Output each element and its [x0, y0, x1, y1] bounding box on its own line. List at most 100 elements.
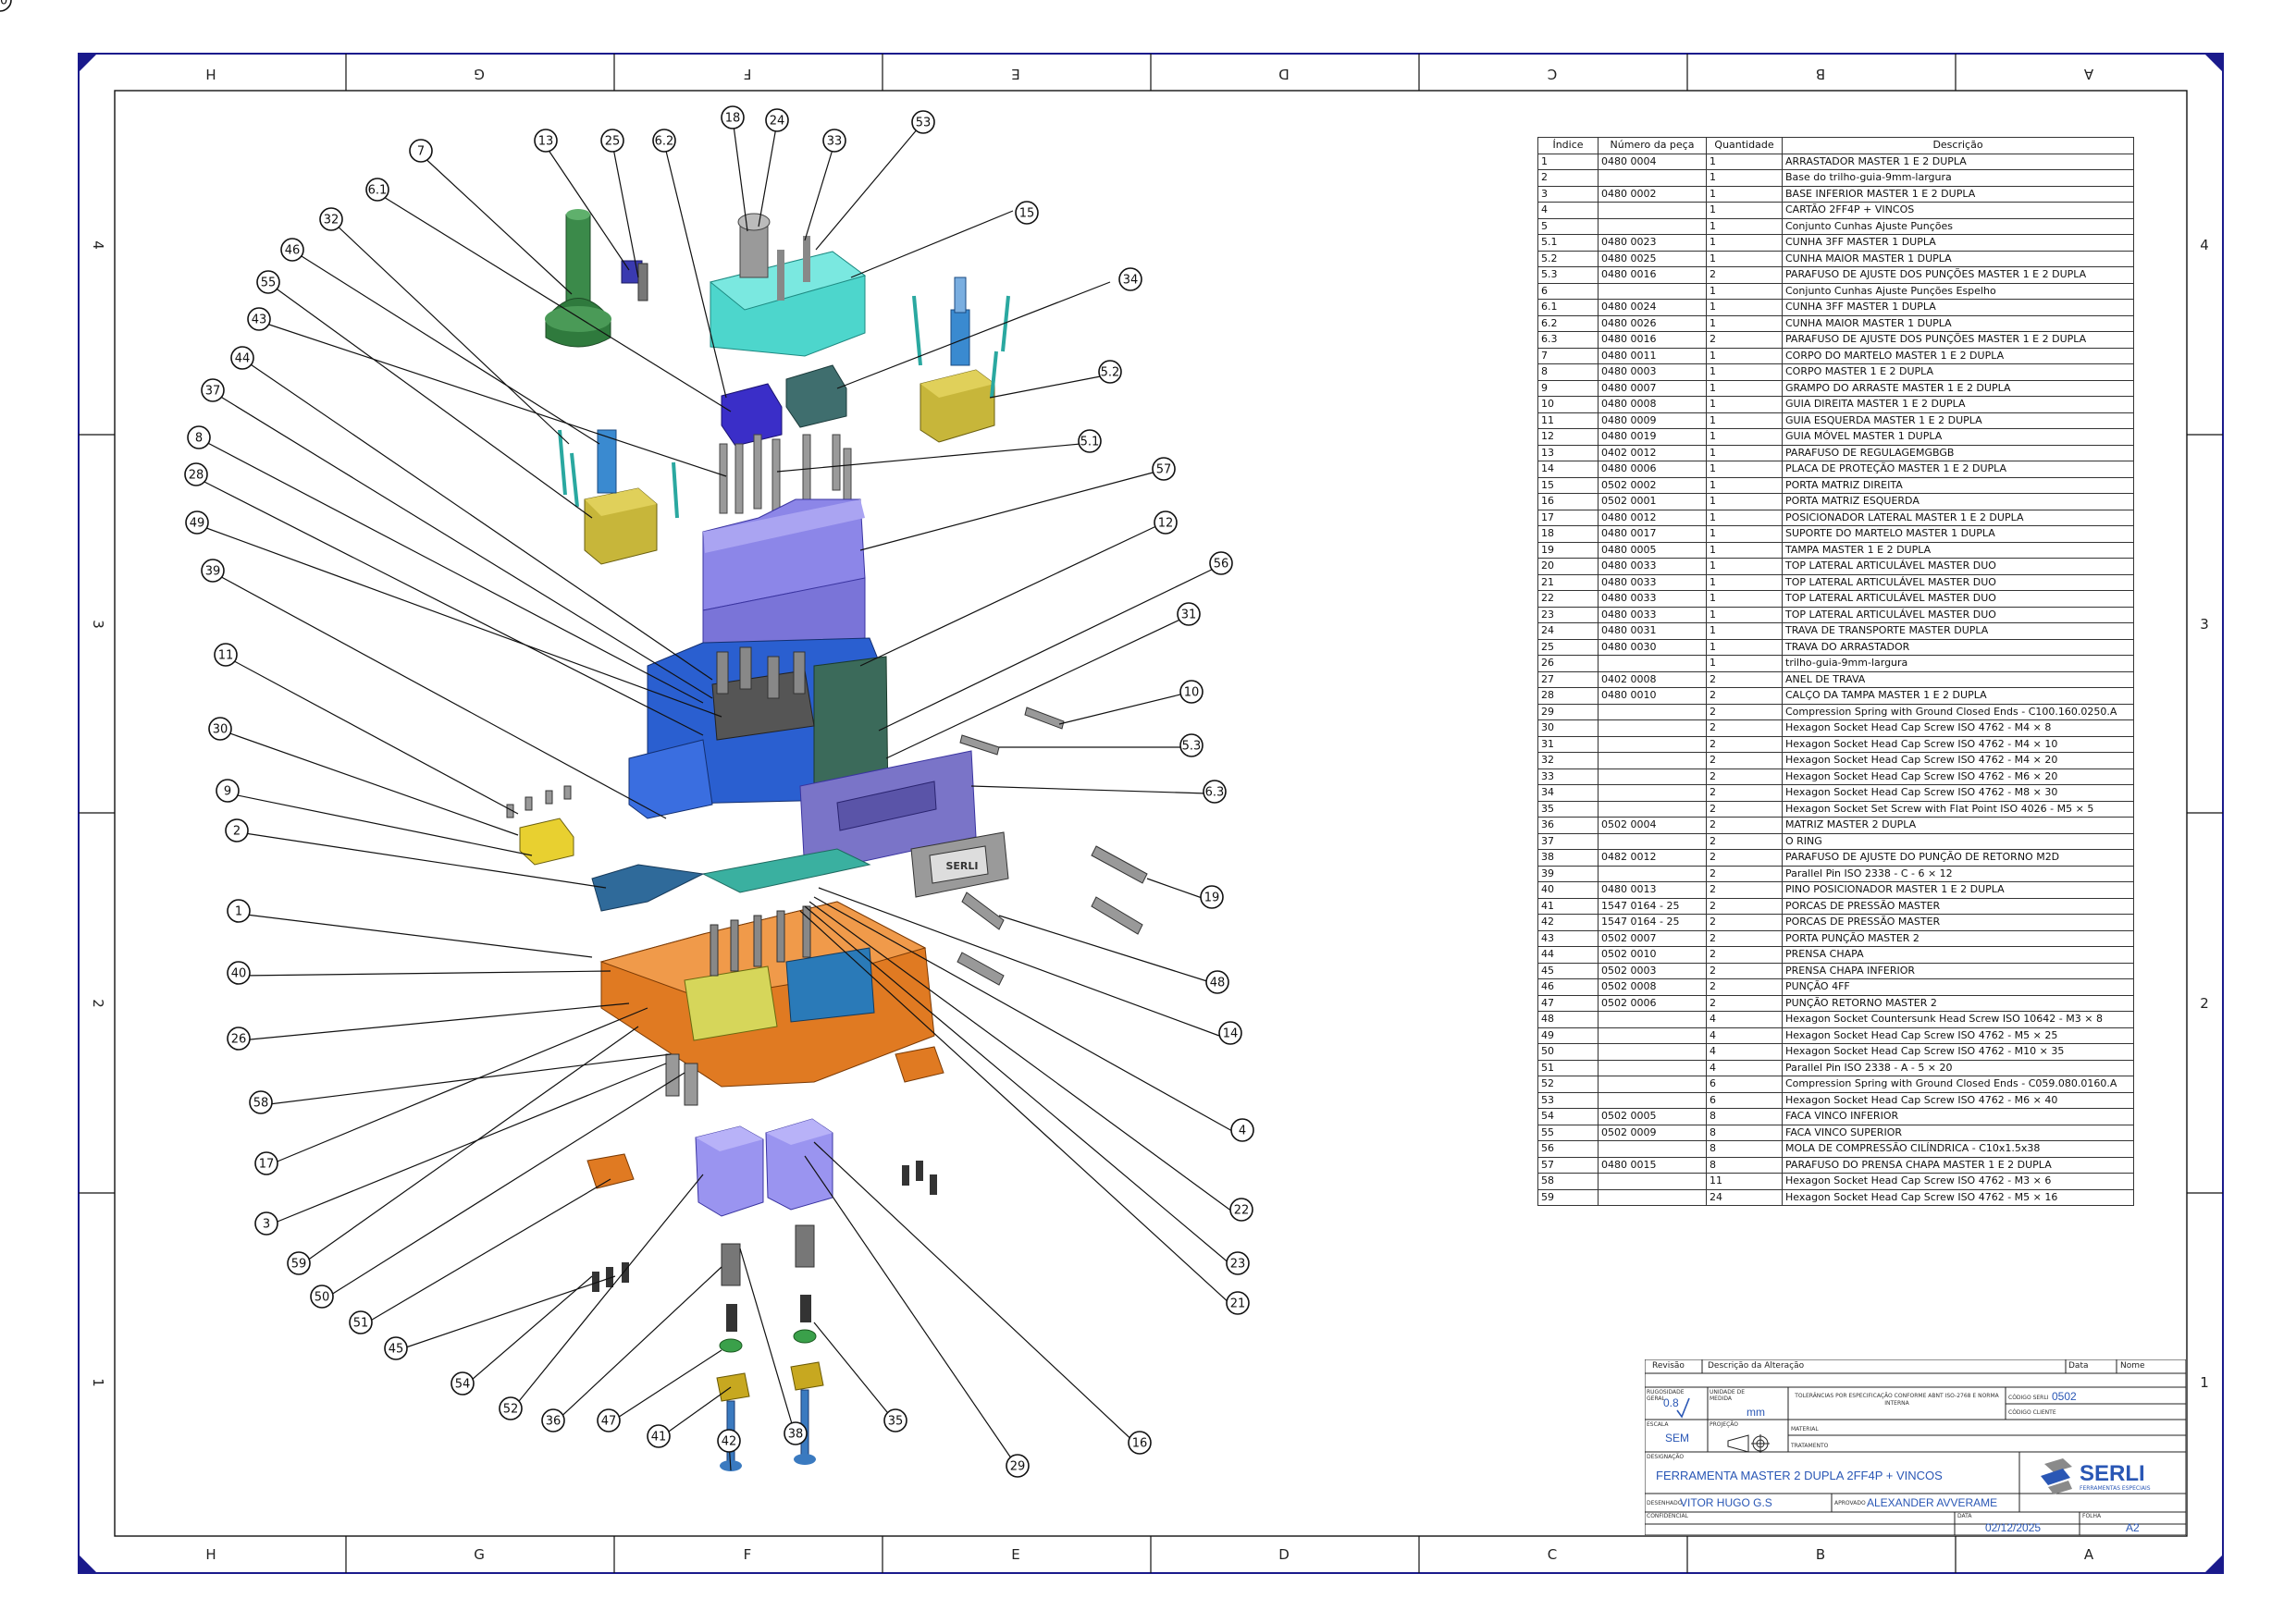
- bom-cell-description: Hexagon Socket Head Cap Screw ISO 4762 -…: [1782, 1188, 2134, 1206]
- balloon-circle: [249, 1090, 273, 1114]
- balloon-circle: [247, 307, 271, 331]
- balloon-callout: 36: [541, 1408, 565, 1432]
- bom-cell-part-number: [1598, 1043, 1707, 1061]
- projection-symbol-icon: [1727, 1434, 1770, 1453]
- bom-cell-quantity: 2: [1706, 752, 1783, 769]
- balloon-circle: [201, 559, 225, 583]
- date-value: 02/12/2025: [1985, 1521, 2042, 1534]
- bom-cell-part-number: 0502 0002: [1598, 476, 1707, 494]
- zone-label-bottom: C: [1548, 1546, 1557, 1563]
- zone-label-top: A: [2083, 66, 2093, 82]
- zone-label-bottom: A: [2084, 1546, 2094, 1563]
- bom-cell-description: FACA VINCO SUPERIOR: [1782, 1124, 2134, 1141]
- balloon-circle: [1177, 602, 1201, 626]
- balloon-label: 5.2: [1101, 366, 1120, 380]
- balloon-circle: [1230, 1118, 1254, 1142]
- bom-cell-index: 38: [1537, 849, 1599, 867]
- zone-label-top: C: [1548, 66, 1557, 82]
- projection-label: PROJEÇÃO: [1710, 1421, 1738, 1428]
- balloon-callout: 19: [1200, 885, 1224, 909]
- balloon-circle: [227, 961, 251, 985]
- balloon-circle: [310, 1285, 334, 1309]
- balloon-callout: 48: [1205, 970, 1229, 994]
- date-header: Data: [2068, 1361, 2089, 1371]
- balloon-label: 41: [651, 1431, 667, 1445]
- bom-cell-part-number: [1598, 202, 1707, 219]
- title-block-grid: [1645, 1359, 2186, 1535]
- balloon-circle: [1118, 267, 1142, 291]
- balloon-callout: 50: [310, 1285, 334, 1309]
- bom-cell-part-number: 0480 0033: [1598, 590, 1707, 608]
- bom-cell-quantity: 1: [1706, 558, 1783, 575]
- balloon-circle: [384, 1336, 408, 1360]
- bom-cell-index: 58: [1537, 1173, 1599, 1190]
- bom-cell-quantity: 2: [1706, 687, 1783, 705]
- lock-screw-part: [621, 260, 648, 301]
- balloon-callout: 2: [225, 818, 249, 842]
- balloon-circle: [1078, 429, 1102, 453]
- zone-label-right: 3: [2200, 616, 2209, 633]
- bom-cell-part-number: 0480 0011: [1598, 347, 1707, 364]
- bom-cell-index: 14: [1537, 461, 1599, 478]
- bom-cell-index: 47: [1537, 994, 1599, 1012]
- bom-cell-quantity: 2: [1706, 865, 1783, 882]
- bom-cell-index: 26: [1537, 655, 1599, 672]
- balloon-label: 3: [263, 1218, 270, 1232]
- bom-cell-quantity: 1: [1706, 202, 1783, 219]
- balloon-circle: [1015, 201, 1039, 225]
- balloon-circle: [256, 270, 280, 294]
- balloon-label: 18: [725, 112, 741, 126]
- zone-label-left: 3: [90, 620, 106, 629]
- balloon-label: 32: [324, 214, 339, 227]
- balloon-label: 31: [1181, 609, 1197, 622]
- balloon-callout: 10: [1179, 680, 1204, 704]
- balloon-circle: [227, 899, 251, 923]
- bom-cell-index: 20: [1537, 558, 1599, 575]
- balloon-label: 50: [315, 1291, 330, 1305]
- bom-cell-part-number: 0480 0031: [1598, 622, 1707, 640]
- balloon-circle: [225, 818, 249, 842]
- code-label: CÓDIGO SERLI: [2008, 1395, 2049, 1401]
- bom-cell-description: ANEL DE TRAVA: [1782, 670, 2134, 688]
- balloon-circle: [717, 1429, 741, 1453]
- bom-cell-description: Hexagon Socket Countersunk Head Screw IS…: [1782, 1011, 2134, 1028]
- bom-cell-quantity: 8: [1706, 1156, 1783, 1174]
- press-block-part: [584, 487, 658, 565]
- bom-cell-description: FACA VINCO INFERIOR: [1782, 1108, 2134, 1125]
- balloon-circle: [227, 1027, 251, 1051]
- balloon-callout: 6.3: [1203, 780, 1227, 804]
- bom-cell-index: 36: [1537, 817, 1599, 834]
- wedge-part-6-2: [721, 383, 783, 447]
- brand-name: SERLI: [2080, 1461, 2145, 1486]
- balloon-label: 49: [190, 517, 205, 531]
- bom-cell-index: 32: [1537, 752, 1599, 769]
- bom-cell-index: 25: [1537, 638, 1599, 656]
- bom-cell-part-number: 0480 0008: [1598, 396, 1707, 413]
- balloon-circle: [1128, 1431, 1152, 1455]
- bom-cell-part-number: 0480 0002: [1598, 185, 1707, 203]
- bom-cell-part-number: 0502 0007: [1598, 929, 1707, 947]
- bom-cell-index: 5.3: [1537, 266, 1599, 284]
- bom-cell-index: 19: [1537, 541, 1599, 559]
- balloon-callout: 55: [256, 270, 280, 294]
- bom-cell-part-number: [1598, 169, 1707, 187]
- balloon-callout: 11: [214, 643, 238, 667]
- bom-cell-part-number: [1598, 865, 1707, 882]
- bom-cell-part-number: 0480 0025: [1598, 250, 1707, 267]
- brand-subtitle: FERRAMENTAS ESPECIAIS: [2080, 1485, 2151, 1492]
- balloon-circle: [1205, 970, 1229, 994]
- balloon-circle: [409, 139, 433, 163]
- balloon-label: 5.1: [1080, 436, 1100, 449]
